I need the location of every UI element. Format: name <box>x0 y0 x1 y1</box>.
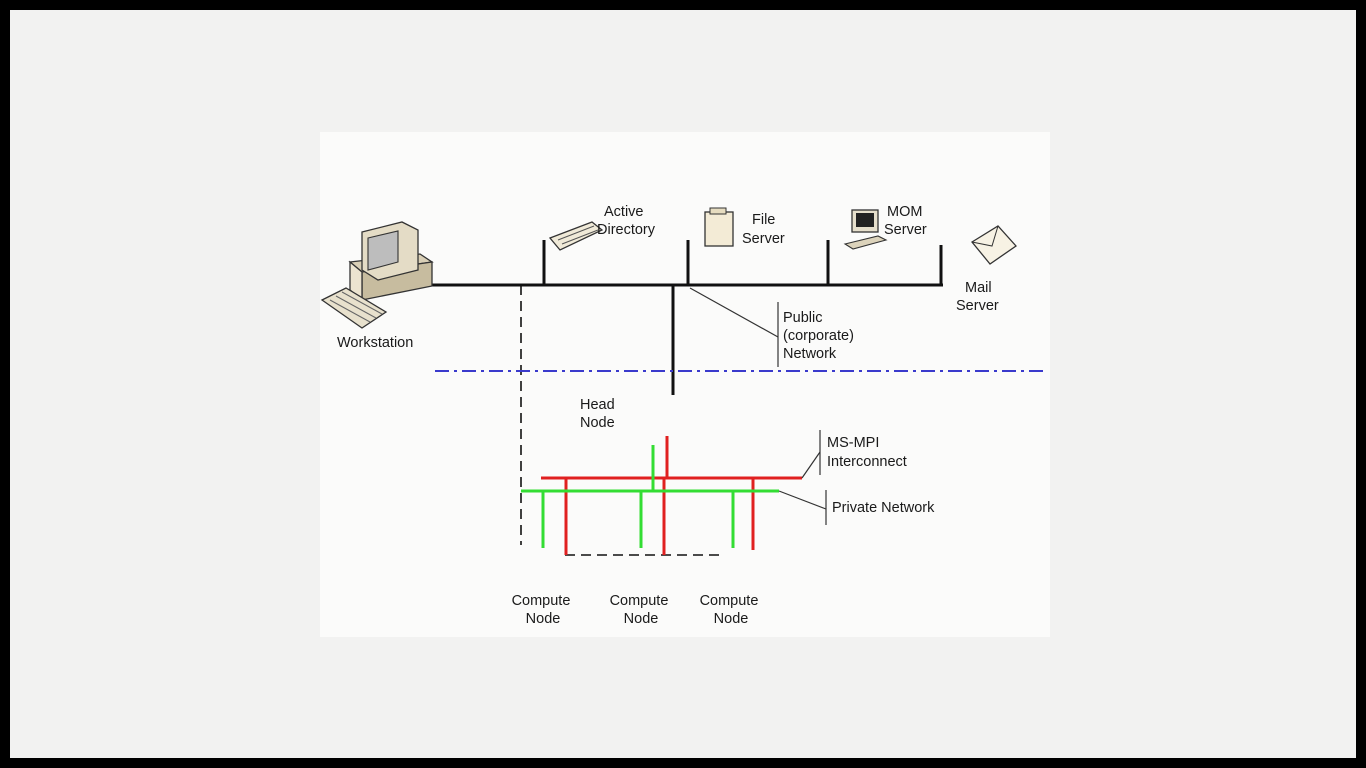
folder-icon <box>704 207 734 247</box>
envelope-icon <box>971 225 1017 265</box>
file-server-label: File Server <box>742 212 785 247</box>
mom-server-label: MOM Server <box>884 204 927 238</box>
keyboard-icon <box>320 287 388 329</box>
active-directory-server[interactable] <box>513 135 604 251</box>
workstation-label: Workstation <box>337 335 413 351</box>
compute-node-label-2: Compute Node <box>610 593 673 627</box>
compute-node-label-1: Compute Node <box>512 593 575 627</box>
private-network-label: Private Network <box>832 500 935 516</box>
card-reader-icon <box>548 221 604 251</box>
mpi-interconnect-label: MS-MPI Interconnect <box>827 435 907 470</box>
workstation-computer[interactable] <box>320 221 434 329</box>
public-network-label: Public (corporate) Network <box>783 310 858 362</box>
mom-server[interactable] <box>805 135 888 250</box>
slide-frame: Active Directory File Server MOM Server … <box>10 10 1356 758</box>
mail-server[interactable] <box>935 145 1017 265</box>
file-server[interactable] <box>663 135 734 247</box>
public-network <box>430 240 943 395</box>
network-diagram: Active Directory File Server MOM Server … <box>320 132 1050 637</box>
head-node-label: Head Node <box>580 397 619 431</box>
monitor-icon <box>843 209 888 250</box>
dashed-link <box>520 285 720 556</box>
compute-node-label-3: Compute Node <box>700 593 763 627</box>
active-directory-label: Active Directory <box>597 204 656 238</box>
mail-server-label: Mail Server <box>956 280 999 314</box>
private-network <box>521 445 779 548</box>
diagram-background <box>320 132 1050 637</box>
label-leaders <box>689 287 827 525</box>
desktop-monitor-icon <box>348 221 434 302</box>
